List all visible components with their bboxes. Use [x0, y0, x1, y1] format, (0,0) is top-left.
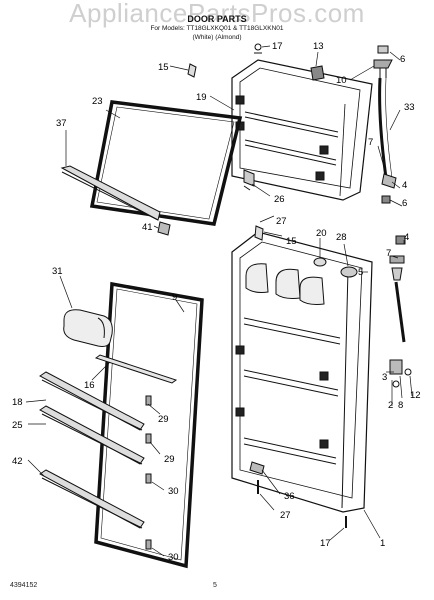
callout-7: 7 — [386, 248, 391, 259]
footer-code: 4394152 — [10, 582, 38, 589]
footer-page: 5 — [213, 582, 217, 589]
callout-4: 4 — [404, 232, 409, 243]
callout-36: 36 — [284, 491, 295, 502]
callout-30: 30 — [168, 486, 179, 497]
callout-16: 16 — [84, 380, 95, 391]
callout-6: 6 — [402, 198, 407, 209]
callout-17: 17 — [272, 41, 283, 52]
callout-13: 13 — [313, 41, 324, 52]
callout-9: 9 — [172, 292, 177, 303]
callout-37: 37 — [56, 118, 67, 129]
callout-15: 15 — [158, 62, 169, 73]
callout-30: 30 — [168, 552, 179, 563]
callout-20: 20 — [316, 228, 327, 239]
fresh-food-door — [231, 231, 373, 513]
watermark: AppliancePartsPros.com — [69, 0, 365, 28]
callout-10: 10 — [336, 75, 347, 86]
callout-26: 26 — [274, 194, 285, 205]
model-line: For Models: TT18GLXKQ01 & TT18GLXKN01 — [150, 25, 284, 32]
callout-17: 17 — [320, 538, 331, 549]
callout-28: 28 — [336, 232, 347, 243]
lower-hinge-assembly — [389, 235, 412, 388]
callout-25: 25 — [12, 420, 23, 431]
callout-23: 23 — [92, 96, 103, 107]
callout-2: 2 — [388, 400, 393, 411]
diagram-title: DOOR PARTS — [187, 14, 247, 24]
freezer-gasket — [89, 100, 243, 226]
callout-15: 15 — [286, 236, 297, 247]
door-cover-31 — [63, 309, 113, 347]
callout-27: 27 — [280, 510, 291, 521]
callout-12: 12 — [410, 390, 421, 401]
trim-strip-18 — [39, 371, 145, 431]
callout-18: 18 — [12, 397, 23, 408]
callout-29: 29 — [158, 414, 169, 425]
callout-41: 41 — [142, 222, 153, 233]
callout-33: 33 — [404, 102, 415, 113]
callout-6: 6 — [400, 54, 405, 65]
callout-19: 19 — [196, 92, 207, 103]
breaker-strip — [60, 165, 161, 221]
upper-hinge-assembly — [373, 45, 397, 204]
callout-42: 42 — [12, 456, 23, 467]
callout-5: 5 — [358, 267, 363, 278]
trim-strip-42 — [39, 469, 145, 529]
callout-29: 29 — [164, 454, 175, 465]
callout-4: 4 — [402, 180, 407, 191]
callout-31: 31 — [52, 266, 63, 277]
callout-27: 27 — [276, 216, 287, 227]
freezer-door — [231, 59, 373, 201]
callout-1: 1 — [380, 538, 385, 549]
callout-7: 7 — [368, 137, 373, 148]
callout-8: 8 — [398, 400, 403, 411]
trim-strip-25 — [39, 405, 145, 465]
fresh-food-gasket — [94, 281, 204, 569]
variant-line: (White) (Almond) — [192, 34, 242, 41]
callout-3: 3 — [382, 372, 387, 383]
